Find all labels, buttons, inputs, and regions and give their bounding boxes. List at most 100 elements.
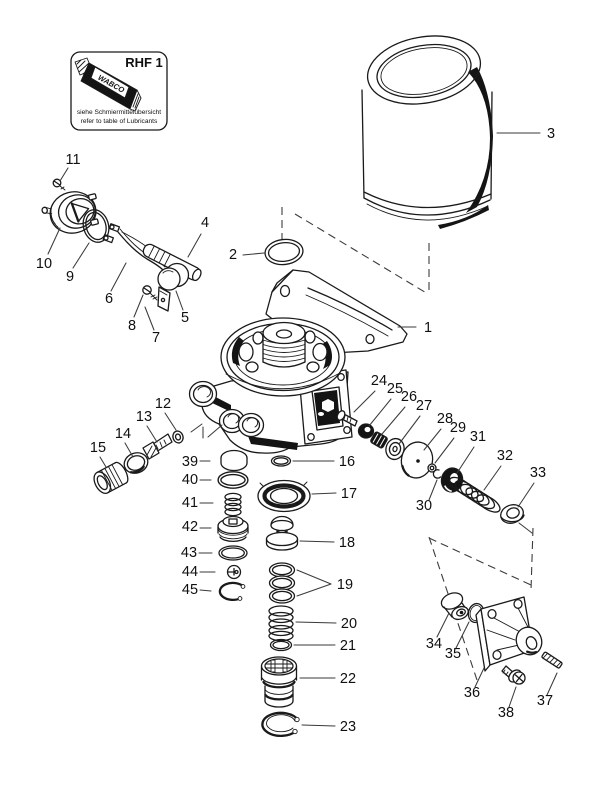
callout-leader-17 bbox=[311, 492, 337, 495]
callout-leader-10 bbox=[47, 227, 61, 255]
part-29-washer-small bbox=[427, 463, 437, 473]
part-38-screw-hex bbox=[501, 665, 526, 685]
note-de: siehe Schmiermittelübersicht bbox=[77, 109, 161, 116]
callout-36: 36 bbox=[464, 685, 480, 701]
part-10-cover bbox=[41, 191, 99, 234]
callout-39: 39 bbox=[182, 454, 198, 470]
callout-25: 25 bbox=[387, 381, 403, 397]
part-19-o-ring-set bbox=[268, 562, 296, 604]
callout-38: 38 bbox=[498, 705, 514, 721]
part-17-valve-plate bbox=[257, 479, 311, 513]
part-45-snap-ring bbox=[218, 581, 246, 602]
callout-3: 3 bbox=[547, 126, 555, 142]
part-30-clip-small bbox=[432, 469, 442, 479]
callout-leader-26 bbox=[381, 406, 406, 435]
part-44-valve-disc bbox=[226, 564, 242, 580]
callout-leader-32 bbox=[483, 465, 502, 491]
callout-11: 11 bbox=[65, 152, 80, 168]
callout-26: 26 bbox=[401, 389, 417, 405]
part-2-o-ring bbox=[264, 238, 304, 266]
callout-41: 41 bbox=[182, 495, 198, 511]
part-40-o-ring-thick bbox=[217, 471, 249, 489]
part-1-housing bbox=[188, 269, 408, 454]
part-26-sleeve-dark bbox=[370, 431, 388, 449]
callout-19: 19 bbox=[337, 577, 353, 593]
part-16-o-ring-small bbox=[270, 455, 292, 467]
callout-leader-31 bbox=[456, 446, 475, 474]
callout-15: 15 bbox=[90, 440, 106, 456]
callout-29: 29 bbox=[450, 420, 466, 436]
callout-27: 27 bbox=[416, 398, 432, 414]
part-5-sensor bbox=[157, 262, 190, 291]
callout-leader-23 bbox=[301, 724, 336, 727]
callout-23: 23 bbox=[340, 719, 356, 735]
lubricant-tube-image: WABCO bbox=[74, 57, 142, 112]
callout-2: 2 bbox=[229, 247, 237, 263]
part-13-bolt bbox=[142, 433, 173, 460]
part-21-o-ring bbox=[269, 638, 293, 652]
callout-9: 9 bbox=[66, 269, 74, 285]
callout-35: 35 bbox=[445, 646, 461, 662]
part-37-stud bbox=[541, 651, 563, 669]
part-9-o-ring bbox=[82, 209, 110, 243]
callout-17: 17 bbox=[341, 486, 357, 502]
part-14-seal-ring bbox=[123, 452, 149, 474]
callout-leader-2 bbox=[242, 252, 265, 256]
callout-leader-35 bbox=[455, 621, 470, 649]
part-34-silencer bbox=[440, 592, 469, 621]
callout-leader-8 bbox=[133, 294, 144, 318]
callout-13: 13 bbox=[136, 409, 152, 425]
callout-leader-30 bbox=[428, 479, 438, 501]
callout-6: 6 bbox=[105, 291, 113, 307]
callout-28: 28 bbox=[437, 411, 453, 427]
callout-7: 7 bbox=[152, 330, 160, 346]
callout-40: 40 bbox=[182, 472, 198, 488]
callout-leader-19 bbox=[296, 583, 332, 597]
part-36-mounting-flange bbox=[475, 596, 543, 672]
callout-5: 5 bbox=[181, 310, 189, 326]
callout-leader-20 bbox=[295, 621, 337, 624]
callout-31: 31 bbox=[470, 429, 486, 445]
part-3-desiccant-cartridge bbox=[361, 35, 493, 229]
callout-leader-4 bbox=[187, 233, 202, 258]
callout-18: 18 bbox=[339, 535, 355, 551]
callout-44: 44 bbox=[182, 564, 198, 580]
callout-1: 1 bbox=[424, 320, 432, 336]
lubricant-code: RHF 1 bbox=[125, 55, 163, 70]
callout-leader-13 bbox=[146, 425, 158, 443]
part-32-spring-large bbox=[448, 476, 501, 513]
callout-21: 21 bbox=[340, 638, 356, 654]
part-7-bracket bbox=[157, 286, 171, 312]
callout-leader-19 bbox=[296, 569, 332, 585]
callout-leader-24 bbox=[353, 390, 376, 413]
part-18-valve-mushroom bbox=[265, 515, 299, 551]
callout-leader-38 bbox=[508, 686, 517, 708]
part-24-screw-small bbox=[336, 410, 358, 427]
callout-leader-29 bbox=[434, 437, 455, 464]
part-41-spring-small bbox=[224, 492, 242, 517]
note-en: refer to table of Lubricants bbox=[81, 118, 158, 125]
part-39-piston-disc bbox=[220, 449, 248, 472]
part-8-screw bbox=[142, 285, 158, 301]
callout-8: 8 bbox=[128, 318, 136, 334]
callout-leader-34 bbox=[436, 612, 450, 638]
callout-leader-37 bbox=[546, 672, 558, 696]
callout-leader-11 bbox=[59, 167, 69, 182]
callout-leader-28 bbox=[423, 428, 442, 451]
callout-leader-14 bbox=[124, 442, 134, 458]
mounting-alignment-dashes-bottom bbox=[428, 522, 534, 681]
part-11-screw bbox=[52, 178, 66, 191]
callout-34: 34 bbox=[426, 636, 442, 652]
part-33-spring-cup bbox=[500, 504, 525, 524]
callout-10: 10 bbox=[36, 256, 52, 272]
callout-14: 14 bbox=[115, 426, 131, 442]
callout-30: 30 bbox=[416, 498, 432, 514]
callout-leader-33 bbox=[517, 482, 535, 508]
callout-leader-18 bbox=[299, 540, 335, 543]
callout-leader-7 bbox=[144, 306, 155, 331]
callout-leader-45 bbox=[199, 589, 212, 592]
callout-43: 43 bbox=[181, 545, 197, 561]
